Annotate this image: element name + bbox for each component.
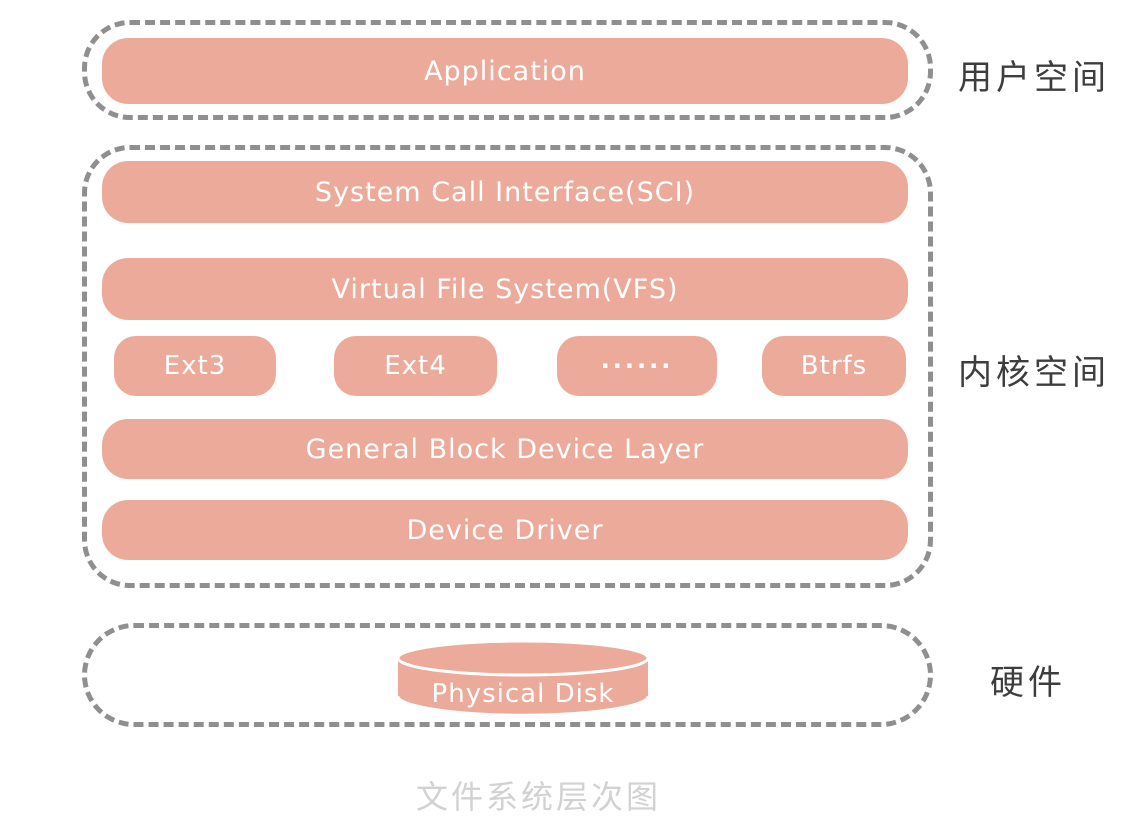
physical-disk-cylinder-icon <box>396 639 650 717</box>
application-label: Application <box>424 55 586 87</box>
device-driver-label: Device Driver <box>406 514 604 546</box>
device-driver-box: Device Driver <box>102 500 908 560</box>
physical-disk: Physical Disk <box>394 638 652 720</box>
hardware-group <box>82 623 933 727</box>
system-call-interface-label: System Call Interface(SCI) <box>314 176 696 208</box>
virtual-file-system-box: Virtual File System(VFS) <box>102 258 908 320</box>
fs-box-btrfs: Btrfs <box>762 336 906 396</box>
general-block-device-layer-box: General Block Device Layer <box>102 419 908 479</box>
ext3-label: Ext3 <box>163 351 227 381</box>
user-space-group <box>82 20 933 120</box>
kernel-space-label: 内核空间 <box>958 353 1110 393</box>
fs-box-ext3: Ext3 <box>114 336 276 396</box>
physical-disk-label: Physical Disk <box>431 679 615 709</box>
diagram-caption: 文件系统层次图 <box>416 778 662 816</box>
application-box: Application <box>102 38 908 104</box>
general-block-device-layer-label: General Block Device Layer <box>305 433 705 465</box>
hardware-label: 硬件 <box>990 663 1066 703</box>
fs-box-ext4: Ext4 <box>334 336 497 396</box>
system-call-interface-box: System Call Interface(SCI) <box>102 161 908 223</box>
btrfs-label: Btrfs <box>800 351 868 381</box>
user-space-label: 用户空间 <box>958 58 1110 98</box>
kernel-space-group <box>82 145 933 588</box>
virtual-file-system-label: Virtual File System(VFS) <box>331 273 679 305</box>
fs-box-ellipsis: ······ <box>557 336 717 396</box>
ext4-label: Ext4 <box>384 351 447 381</box>
ellipsis-label: ······ <box>600 352 674 380</box>
